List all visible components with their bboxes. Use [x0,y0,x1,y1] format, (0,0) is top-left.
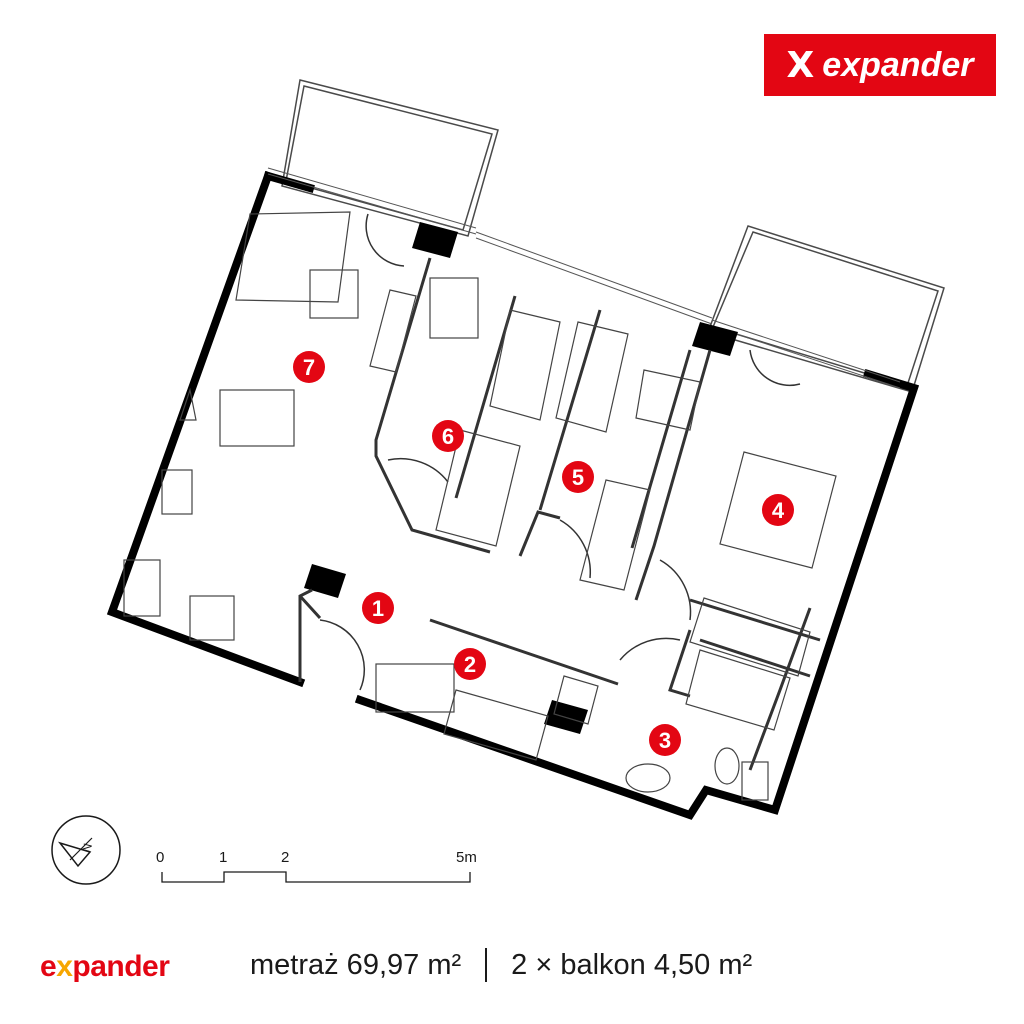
svg-text:2: 2 [464,652,476,677]
footer-logo[interactable]: expander [40,950,170,983]
desk-6 [429,277,479,339]
logo-text: expander [822,45,974,84]
north-arrow-icon: N [51,815,121,885]
balcony-left [281,79,499,237]
doors [319,213,801,691]
counter-edge [179,387,197,421]
separator [485,948,488,982]
columns [304,222,738,734]
logo-x-mark: X [786,44,815,86]
svg-text:1: 1 [219,849,227,866]
bed-6 [489,309,561,421]
desk-bed-6 [369,289,417,373]
furniture [123,211,837,801]
outer-walls [106,170,920,820]
area-text: metraż 69,97 m² [250,948,462,981]
balconies [281,79,945,393]
wardrobe-5 [579,479,651,591]
toilet [714,747,740,785]
footer-summary: metraż 69,97 m² 2 × balkon 4,50 m² [250,948,752,982]
desk-5 [635,369,701,431]
svg-text:4: 4 [772,498,785,523]
svg-text:5m: 5m [456,849,477,866]
svg-text:N: N [79,842,95,854]
room-marker-5: 5 [562,461,594,493]
room-markers: 7 6 5 4 1 2 3 [293,351,794,756]
balcony-right-inner [711,231,939,387]
room-marker-4: 4 [762,494,794,526]
svg-text:6: 6 [442,424,454,449]
shower [689,597,811,677]
expander-logo[interactable]: X expander [764,34,996,96]
svg-text:7: 7 [303,355,315,380]
room-marker-3: 3 [649,724,681,756]
balcony-right [707,225,945,393]
room-marker-2: 2 [454,648,486,680]
wardrobe-hall [443,689,549,761]
bed-5 [555,321,629,433]
wardrobe-6 [435,429,521,547]
washer [123,559,161,617]
svg-text:3: 3 [659,728,671,753]
room-marker-7: 7 [293,351,325,383]
double-bed [719,451,837,569]
coffee-table [309,269,359,319]
bench [375,663,455,713]
svg-text:0: 0 [156,849,164,866]
cabinet [553,675,599,725]
balcony-text: 2 × balkon 4,50 m² [511,948,753,981]
bathtub [685,649,791,731]
sofa [235,211,351,303]
washbasin [625,763,671,793]
scale-bar: 0 1 2 5m [156,849,477,883]
svg-text:1: 1 [372,596,384,621]
dining-table [219,389,295,447]
windows [267,167,901,389]
svg-text:5: 5 [572,465,584,490]
stove [189,595,235,641]
interior-walls [298,257,821,771]
sink [161,469,193,515]
washer-2 [741,761,769,801]
svg-text:2: 2 [281,849,289,866]
room-marker-1: 1 [362,592,394,624]
room-marker-6: 6 [432,420,464,452]
